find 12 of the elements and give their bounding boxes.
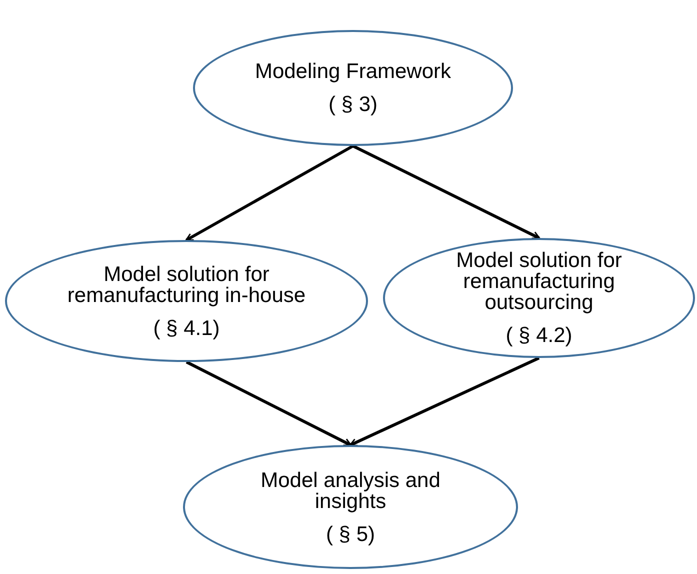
node-title: Model solution for remanufacturing outsourcing xyxy=(455,250,623,313)
arrow xyxy=(349,356,540,446)
arrow xyxy=(186,360,352,446)
node-title: Modeling Framework xyxy=(254,61,452,82)
section-reference: ( § 4.1) xyxy=(153,318,220,338)
section-reference: ( § 3) xyxy=(328,94,378,115)
arrow xyxy=(352,144,540,240)
arrow xyxy=(185,144,354,242)
node-title: Model analysis and insights xyxy=(260,470,442,512)
node-title: Model solution for remanufacturing in-house xyxy=(66,264,307,306)
section-reference: ( § 4.2) xyxy=(506,325,572,346)
section-reference: ( § 5) xyxy=(326,524,375,544)
